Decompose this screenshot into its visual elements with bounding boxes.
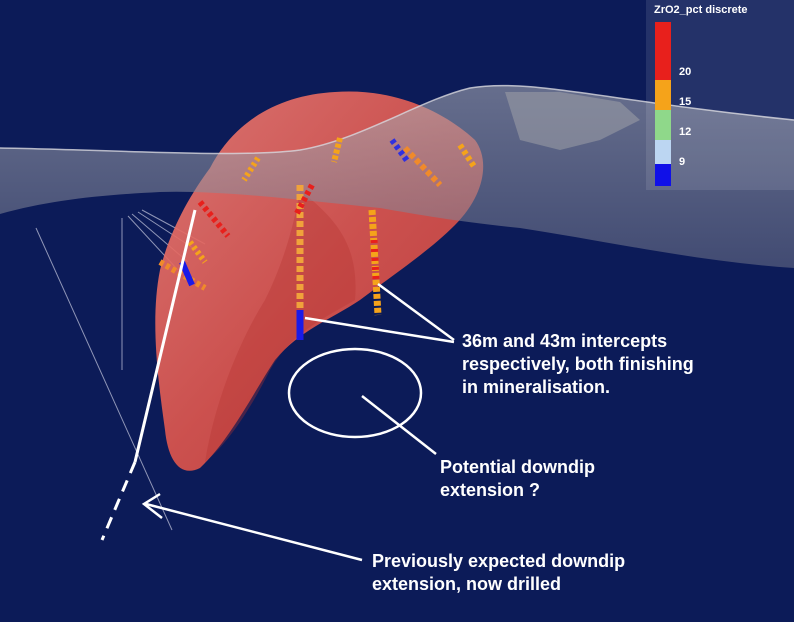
legend-swatch-9	[655, 140, 671, 164]
drill-hole	[457, 143, 478, 170]
legend-label-9: 9	[679, 156, 686, 168]
drill-hole	[241, 156, 261, 182]
arrow-head-icon	[141, 492, 163, 519]
downdip-annotation: Potential downdip extension ?	[440, 456, 595, 502]
drill-hole	[158, 259, 207, 291]
legend-title: ZrO2_pct discrete	[654, 4, 748, 16]
legend-swatch-12	[655, 110, 671, 140]
intercepts-annotation: 36m and 43m intercepts respectively, bot…	[462, 330, 694, 399]
leader-line-hole-2	[377, 282, 455, 342]
potential-extension-ellipse	[287, 347, 423, 439]
drill-hole	[389, 138, 411, 164]
intercepts-line-1: 36m and 43m intercepts	[462, 331, 668, 351]
intercepts-line-3: in mineralisation.	[462, 377, 611, 397]
previous-line-2: extension, now drilled	[372, 574, 562, 594]
leader-line-hole-1	[304, 316, 455, 344]
expected-downdip-solid-line	[133, 209, 197, 463]
legend-swatch-15	[655, 80, 671, 110]
drill-hole	[402, 145, 443, 188]
previous-line-1: Previously expected downdip	[372, 551, 626, 571]
surface-top-edge	[0, 84, 794, 155]
drill-hole	[197, 200, 231, 238]
legend-label-20: 20	[679, 66, 692, 78]
pit-wall	[505, 92, 640, 150]
drill-hole	[293, 183, 315, 217]
legend-swatch-20	[655, 22, 671, 80]
orebody-shading	[205, 190, 356, 462]
drill-holes	[158, 137, 478, 340]
legend-label-12: 12	[679, 126, 692, 138]
drill-hole-high-grade	[370, 239, 380, 281]
leader-line-downdip	[361, 395, 437, 455]
intercepts-line-2: respectively, both finishing	[462, 354, 694, 374]
grade-legend: ZrO2_pct discrete 20 15 12 9	[646, 0, 794, 190]
drill-hole	[331, 137, 343, 163]
downdip-line-2: extension ?	[440, 480, 541, 500]
legend-label-15: 15	[679, 96, 692, 108]
leader-line-previous	[145, 502, 363, 562]
previous-annotation: Previously expected downdip extension, n…	[372, 550, 625, 596]
drill-hole	[368, 209, 382, 316]
old-drill-traces	[35, 209, 206, 531]
leader-lines	[145, 282, 455, 562]
downdip-line-1: Potential downdip	[440, 457, 595, 477]
legend-swatch-min	[655, 164, 671, 186]
drill-hole	[179, 260, 195, 287]
expected-downdip-dashed-line	[100, 461, 137, 541]
drill-hole	[187, 240, 208, 264]
